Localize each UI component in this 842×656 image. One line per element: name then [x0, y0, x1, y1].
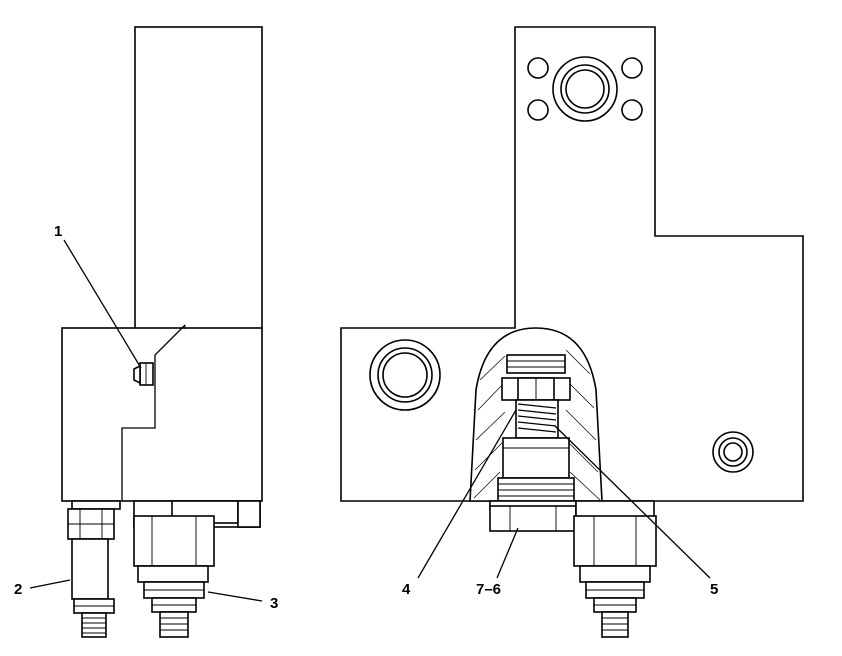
side-view [61, 26, 263, 638]
section-cavity [469, 327, 603, 502]
callout-1: 1 [54, 223, 62, 240]
spring [515, 399, 559, 439]
grease-fitting [133, 362, 154, 386]
left-fitting [67, 508, 115, 638]
top-port [527, 56, 643, 122]
small-port [712, 431, 754, 473]
hex-nut [489, 505, 577, 532]
callout-7-6: 7–6 [476, 581, 501, 598]
callout-3: 3 [270, 595, 278, 612]
front-fitting [573, 500, 657, 638]
front-view [340, 26, 804, 638]
callout-5: 5 [710, 581, 718, 598]
callout-2: 2 [14, 581, 22, 598]
callout-4: 4 [402, 581, 411, 598]
callout-labels: 1 2 3 4 5 7–6 [14, 223, 718, 612]
right-fitting [133, 515, 215, 638]
left-port [369, 339, 441, 411]
leader-lines [29, 239, 711, 602]
